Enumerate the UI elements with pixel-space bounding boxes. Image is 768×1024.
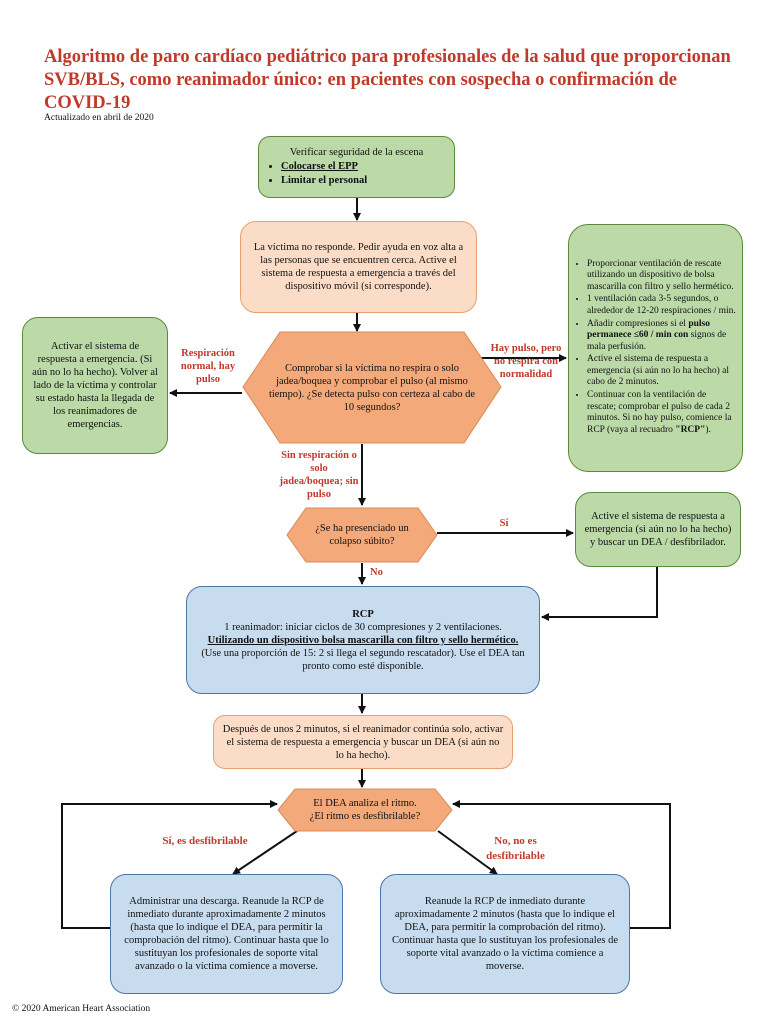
get-aed-box: Active el sistema de respuesta a emergen… — [575, 492, 741, 567]
page-title: Algoritmo de paro cardíaco pediátrico pa… — [44, 47, 731, 113]
rescue-bullet-3: Añadir compresiones si el pulso permanec… — [587, 319, 736, 354]
arrow-analyze-to-shock — [232, 830, 298, 875]
arrow-aed-to-rcp — [541, 567, 658, 621]
witnessed-collapse-hexagon: ¿Se ha presenciado un colapso súbito? — [286, 507, 438, 563]
rescue-bullet-3-post: signos de mala perfusión. — [587, 330, 727, 352]
label-shockable: Sí, es desfibrilable — [162, 835, 248, 847]
check-breathing-pulse-hexagon: Comprobar si la víctima no respira o sol… — [242, 331, 502, 444]
scene-bullet-personnel: Limitar el personal — [281, 174, 446, 187]
shock-text: Administrar una descarga. Reanude la RCP… — [124, 896, 329, 972]
aed-analyzes-hexagon: El DEA analiza el ritmo. ¿El ritmo es de… — [277, 788, 453, 832]
rescue-bullet-5-pre: Continuar con la ventilación de rescate;… — [587, 390, 732, 435]
rescue-bullet-5: Continuar con la ventilación de rescate;… — [587, 390, 736, 436]
label-no-breathing-no-pulse: Sin respiración o solo jadea/boquea; sin… — [279, 450, 359, 500]
copyright: © 2020 American Heart Association — [12, 1004, 151, 1014]
unresponsive-box: La víctima no responde. Pedir ayuda en v… — [240, 221, 477, 313]
activate-monitor-text: Activar el sistema de respuesta a emerge… — [32, 341, 158, 430]
scene-safety-text: Verificar seguridad de la escena — [289, 147, 424, 158]
arrow-analyze-to-noshock — [437, 830, 498, 875]
updated-date: Actualizado en abril de 2020 — [44, 113, 154, 123]
activate-monitor-box: Activar el sistema de respuesta a emerge… — [22, 317, 168, 454]
cpr-line-3: (Use una proporción de 15: 2 si llega el… — [201, 647, 525, 672]
loop-noshock-to-analyze — [452, 800, 671, 929]
cpr-line-1: 1 reanimador: iniciar ciclos de 30 compr… — [224, 621, 502, 633]
label-no: No — [370, 567, 383, 578]
get-aed-text: Active el sistema de respuesta a emergen… — [584, 511, 732, 548]
scene-bullet-ppe: Colocarse el EPP — [281, 160, 446, 173]
label-pulse-not-breathing: Hay pulso, pero no respira con normalida… — [490, 343, 562, 380]
cpr-title: RCP — [352, 608, 374, 620]
rescue-bullet-5-bold: "RCP" — [675, 424, 706, 435]
rescue-bullet-2: 1 ventilación cada 3-5 segundos, o alred… — [587, 294, 736, 317]
collapse-text: ¿Se ha presenciado un colapso súbito? — [315, 523, 409, 547]
no-shock-box: Reanude la RCP de inmediato durante apro… — [380, 874, 630, 994]
analyze-text: El DEA analiza el ritmo. ¿El ritmo es de… — [295, 788, 435, 832]
label-not-shockable: No, no es desfibrilable — [486, 835, 545, 862]
analyze-line-2: ¿El ritmo es desfibrilable? — [309, 811, 421, 822]
rescue-bullet-5-post: ). — [705, 424, 711, 435]
rescue-breathing-box: Proporcionar ventilación de rescate util… — [568, 224, 743, 472]
shock-box: Administrar una descarga. Reanude la RCP… — [110, 874, 343, 994]
label-yes: Sí — [499, 518, 509, 529]
cpr-box: RCP 1 reanimador: iniciar ciclos de 30 c… — [186, 586, 540, 694]
after-two-minutes-text: Después de unos 2 minutos, si el reanima… — [222, 723, 504, 761]
check-text: Comprobar si la víctima no respira o sol… — [268, 362, 476, 413]
rescue-bullet-3-pre: Añadir compresiones si el — [587, 318, 689, 329]
rescue-bullet-3-bold: pulso permanece ≤60 / min con — [587, 318, 710, 341]
rescue-bullet-4: Active el sistema de respuesta a emergen… — [587, 354, 736, 389]
rescue-bullet-1: Proporcionar ventilación de rescate util… — [587, 259, 736, 294]
unresponsive-text: La víctima no responde. Pedir ayuda en v… — [253, 242, 464, 292]
analyze-line-1: El DEA analiza el ritmo. — [313, 798, 417, 809]
cpr-line-2: Utilizando un dispositivo bolsa mascaril… — [207, 634, 519, 646]
loop-shock-to-analyze — [61, 800, 278, 929]
scene-safety-box: Verificar seguridad de la escena Colocar… — [258, 136, 455, 198]
no-shock-text: Reanude la RCP de inmediato durante apro… — [391, 896, 618, 972]
after-two-minutes-box: Después de unos 2 minutos, si el reanima… — [213, 715, 513, 769]
label-normal-breathing: Respiración normal, hay pulso — [180, 348, 236, 385]
